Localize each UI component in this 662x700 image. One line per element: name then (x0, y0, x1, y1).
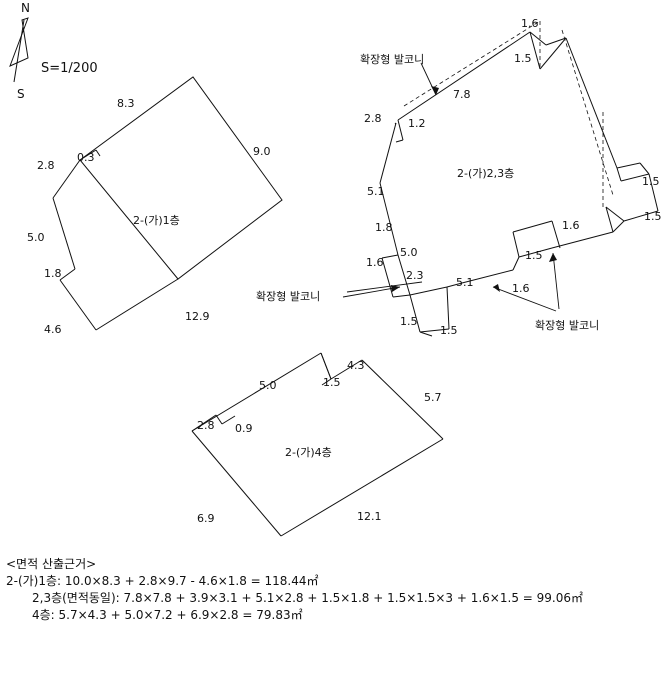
dim-tl-step: 0.3 (77, 151, 95, 164)
dim-bt-bottom: 12.1 (357, 510, 382, 523)
dim-tl-left-upper: 2.8 (37, 159, 55, 172)
dim-tr-mid-right: 1.6 (512, 282, 530, 295)
calc-line-2: 2,3층(면적동일): 7.8×7.8 + 3.9×3.1 + 5.1×2.8 … (32, 591, 583, 605)
dim-tl-right-upper: 9.0 (253, 145, 271, 158)
dim-tr-right-edge-upper: 1.5 (642, 175, 660, 188)
dim-tr-top-inner: 7.8 (453, 88, 471, 101)
building-outline-top-left (52, 76, 283, 331)
dim-bt-left-upper: 2.8 (197, 419, 215, 432)
dim-tr-notch-e: 1.5 (440, 324, 458, 337)
dim-tl-left-step: 1.8 (44, 267, 62, 280)
dim-bt-notch-left: 1.5 (323, 376, 341, 389)
dim-tr-top-right-short: 1.6 (521, 17, 539, 30)
area-calculation-block: <면적 산출근거> 2-(가)1층: 10.0×8.3 + 2.8×9.7 - … (6, 556, 583, 624)
dim-bt-left-step: 0.9 (235, 422, 253, 435)
dim-tr-right-notch-top: 1.6 (562, 219, 580, 232)
dim-bt-notch-top: 4.3 (347, 359, 365, 372)
compass-north-label: N (21, 1, 30, 15)
dim-bt-right: 5.7 (424, 391, 442, 404)
dim-tl-left-mid: 5.0 (27, 231, 45, 244)
building-outline-top-right (379, 31, 659, 337)
dim-tr-mid-span: 5.1 (456, 276, 474, 289)
calc-title: <면적 산출근거> (6, 557, 97, 571)
dim-bt-top: 5.0 (259, 379, 277, 392)
dim-tl-bottom: 12.9 (185, 310, 210, 323)
compass-rose (9, 17, 29, 83)
dim-tr-right-edge-lower: 1.5 (644, 210, 662, 223)
annotation-top-right-balcony: 확장형 발코니 (360, 53, 425, 66)
dim-tr-left-mid: 1.8 (375, 221, 393, 234)
dim-tr-notch-a: 5.0 (400, 246, 418, 259)
annotation-left-balcony: 확장형 발코니 (256, 290, 321, 303)
dim-tr-top-right-side: 1.5 (514, 52, 532, 65)
compass-south-label: S (17, 87, 25, 101)
building-outline-bottom (191, 352, 444, 537)
dim-tr-notch-c: 2.3 (406, 269, 424, 282)
dim-tr-left-notch: 1.2 (408, 117, 426, 130)
scale-label: S=1/200 (41, 61, 98, 76)
dim-tl-left-lower: 4.6 (44, 323, 62, 336)
dim-tr-notch-d: 1.5 (400, 315, 418, 328)
label-building-top-right-name: 2-(가)2,3층 (457, 167, 515, 180)
dim-tr-notch-b: 1.6 (366, 256, 384, 269)
calc-line-1: 2-(가)1층: 10.0×8.3 + 2.8×9.7 - 4.6×1.8 = … (6, 574, 319, 588)
dashed-guides-top-right (403, 20, 614, 207)
dim-bt-left-lower: 6.9 (197, 512, 215, 525)
dim-tr-left-upper: 5.1 (367, 185, 385, 198)
dim-tl-top: 8.3 (117, 97, 135, 110)
annotation-right-balcony: 확장형 발코니 (535, 319, 600, 332)
label-building-top-left-name: 2-(가)1층 (133, 214, 180, 227)
dim-tr-right-notch-left: 1.5 (525, 249, 543, 262)
leader-lines (342, 62, 560, 312)
calc-line-3: 4층: 5.7×4.3 + 5.0×7.2 + 6.9×2.8 = 79.83㎡ (32, 608, 303, 622)
label-building-bottom-name: 2-(가)4층 (285, 446, 332, 459)
dim-tr-left-top: 2.8 (364, 112, 382, 125)
